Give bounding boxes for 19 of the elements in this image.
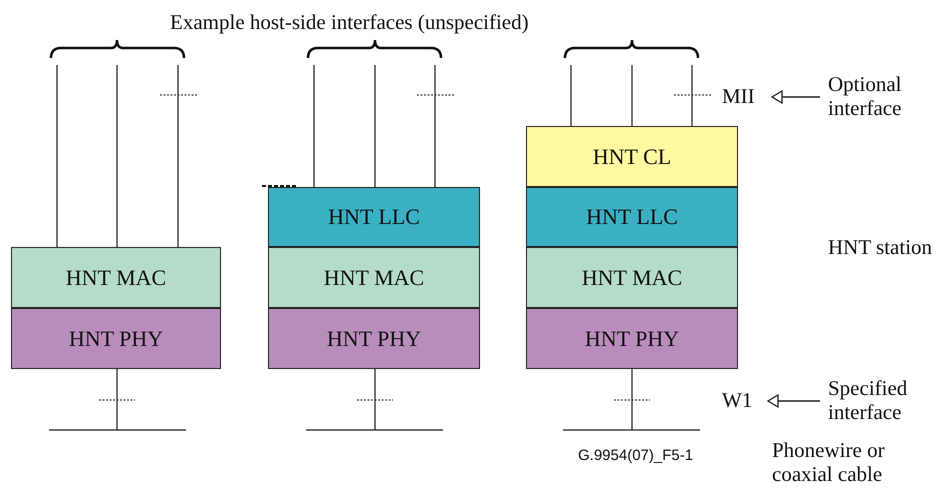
hollow-arrow <box>771 90 820 104</box>
medium-label: Phonewire or coaxial cable <box>772 438 886 486</box>
phy-layer-box: HNT PHY <box>11 308 221 369</box>
side-label: HNT station <box>828 235 934 259</box>
llc-layer-box: HNT LLC <box>268 187 480 247</box>
cl-layer-box: HNT CL <box>526 126 738 187</box>
phy-layer-box: HNT PHY <box>268 308 480 369</box>
title: Example host-side interfaces (unspecified) <box>170 10 529 34</box>
interface-note: Specified interface <box>828 376 938 424</box>
mac-layer-box: HNT MAC <box>526 247 738 308</box>
interface-label: W1 <box>722 388 762 414</box>
interface-note: Optional interface <box>828 72 938 120</box>
hollow-arrow <box>767 394 820 408</box>
llc-layer-box: HNT LLC <box>526 187 738 247</box>
interface-label: MII <box>722 84 766 110</box>
mac-layer-box: HNT MAC <box>11 247 221 308</box>
phy-layer-box: HNT PHY <box>526 308 738 369</box>
mac-layer-box: HNT MAC <box>268 247 480 308</box>
figure-id: G.9954(07)_F5-1 <box>578 446 694 466</box>
